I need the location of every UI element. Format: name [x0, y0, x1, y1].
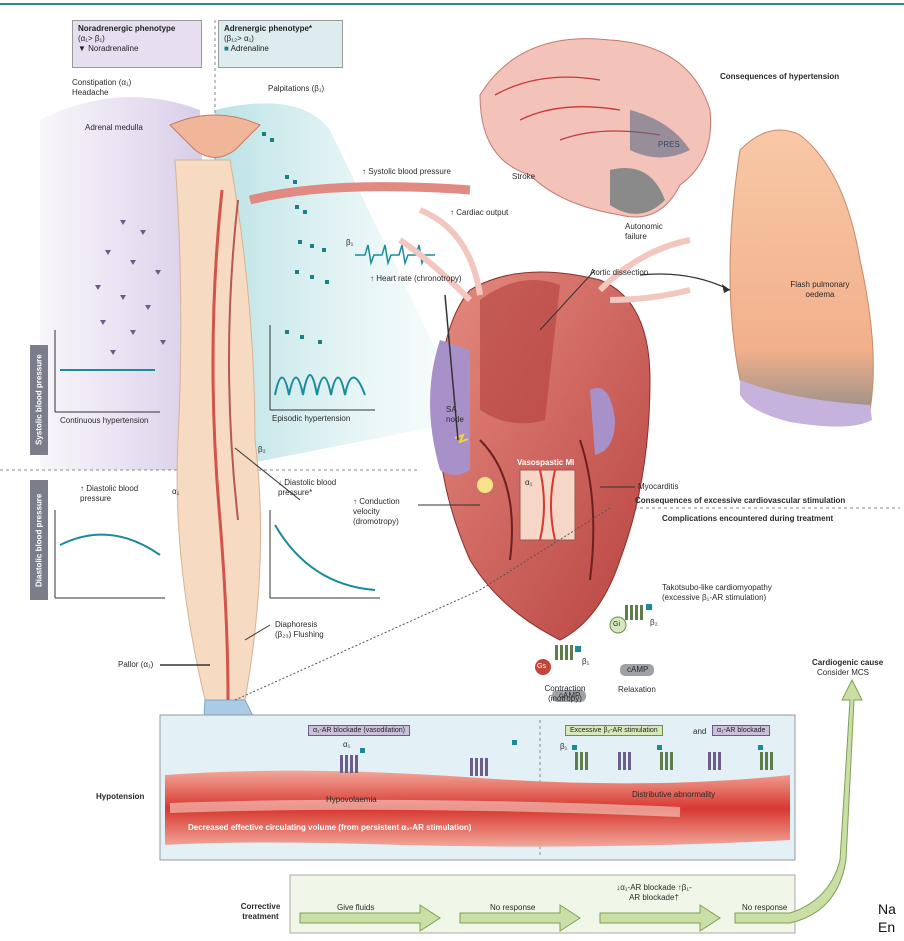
- label-diaphoresis: Diaphoresis (β₂₃) Flushing: [275, 620, 335, 640]
- diastolic-down-line: [275, 525, 375, 590]
- label-hyp-beta1: β₁: [560, 742, 567, 752]
- tag-alpha-blockade-2: α₁-AR blockade: [712, 725, 770, 736]
- label-consequences-htn: Consequences of hypertension: [720, 72, 839, 82]
- tag-excessive-beta: Excessive β₂-AR stimulation: [565, 725, 663, 736]
- label-decreased-volume: Decreased effective circulating volume (…: [188, 823, 471, 833]
- label-aortic-dissection: Aortic dissection: [590, 268, 648, 278]
- square-icon: ■: [224, 44, 231, 53]
- label-autonomic: Autonomic failure: [625, 222, 670, 242]
- label-hyp-alpha1: α₁: [343, 740, 350, 750]
- label-constipation: Constipation (α₁): [72, 78, 131, 88]
- tab-systolic: Systolic blood pressure: [30, 345, 48, 455]
- label-conduction: ↑ Conduction velocity (dromotropy): [353, 497, 418, 527]
- label-contraction: Contraction (inotropy): [540, 684, 590, 704]
- label-episodic-htn: Episodic hypertension: [272, 414, 350, 424]
- label-vasospastic-mi: Vasospastic MI: [517, 458, 574, 468]
- adrenergic-legend: Adrenaline: [231, 44, 269, 53]
- label-beta1-r: β₁: [582, 657, 589, 667]
- label-alpha1: α₁: [172, 487, 179, 497]
- label-camp-2: cAMP: [627, 665, 648, 675]
- corrective-step-2: No response: [490, 903, 535, 913]
- corrective-step-3: ↓α₁-AR blockade ↑β₁-AR blockade†: [614, 883, 694, 903]
- triangle-icon: ▼: [78, 44, 88, 53]
- label-distributive: Distributive abnormality: [632, 790, 715, 800]
- label-pres: PRES: [658, 140, 680, 150]
- zoom-line-1: [235, 590, 480, 700]
- label-complications: Complications encountered during treatme…: [662, 514, 833, 524]
- noradrenergic-ratio: (α₁> β₁): [78, 34, 196, 44]
- tag-alpha-blockade: α₁-AR blockade (vasodilation): [308, 725, 410, 736]
- adrenergic-ratio: (β₁₂> α₁): [224, 34, 337, 44]
- label-continuous-htn: Continuous hypertension: [60, 416, 149, 426]
- label-consequences-cv: Consequences of excessive cardiovascular…: [635, 496, 845, 506]
- noradrenergic-title: Noradrenergic phenotype: [78, 24, 196, 34]
- label-hypovolaemia: Hypovolaemia: [326, 795, 377, 805]
- label-cardiac-output: ↑ Cardiac output: [450, 208, 508, 218]
- brain-shape: [480, 39, 711, 217]
- corrective-step-4: No response: [742, 903, 787, 913]
- label-palpitations: Palpitations (β₁): [268, 84, 324, 94]
- noradrenergic-legend: Noradrenaline: [88, 44, 138, 53]
- adrenergic-box: Adrenergic phenotype* (β₁₂> α₁) ■ Adrena…: [218, 20, 343, 68]
- label-consider-mcs: Consider MCS: [817, 668, 869, 678]
- label-diastolic-down: ↓ Diastolic blood pressure*: [278, 478, 368, 498]
- corrective-step-1: Give fluids: [337, 903, 374, 913]
- diastolic-up-line: [60, 535, 160, 555]
- label-and: and: [693, 727, 706, 737]
- footnote-line-2: En: [878, 918, 895, 936]
- label-heart-rate: ↑ Heart rate (chronotropy): [370, 274, 462, 284]
- footnote-line-1: Na: [878, 900, 896, 918]
- label-diastolic-up: ↑ Diastolic blood pressure: [80, 484, 150, 504]
- lung-arrow: [640, 274, 730, 290]
- label-stroke: Stroke: [512, 172, 535, 182]
- lung-shape: [730, 130, 873, 423]
- label-takotsubo: Takotsubo-like cardiomyopathy (excessive…: [662, 583, 802, 603]
- lung-arrow-head: [722, 284, 730, 293]
- label-gs: Gs: [537, 662, 546, 672]
- label-beta1: β₁: [346, 238, 353, 248]
- label-beta2-r: β₂: [650, 618, 658, 628]
- adrenergic-title: Adrenergic phenotype*: [224, 24, 337, 34]
- label-headache: Headache: [72, 88, 108, 98]
- noradrenergic-box: Noradrenergic phenotype (α₁> β₁) ▼ Norad…: [72, 20, 202, 68]
- label-myocarditis: Myocarditis: [638, 482, 678, 492]
- corrective-title: Corrective treatment: [238, 902, 283, 922]
- label-alpha1-b: α₁: [525, 478, 532, 488]
- tab-diastolic: Diastolic blood pressure: [30, 480, 48, 600]
- label-pallor: Pallor (α₁): [118, 660, 153, 670]
- label-relaxation: Relaxation: [618, 685, 656, 695]
- label-sa-node: SA node: [446, 405, 468, 425]
- label-flash-oedema: Flash pulmonary oedema: [790, 280, 850, 300]
- label-cardiogenic: Cardiogenic cause: [812, 658, 883, 668]
- label-beta2: β₂: [258, 445, 266, 455]
- av-node: [477, 477, 493, 493]
- hypotension-title: Hypotension: [96, 792, 144, 802]
- label-systolic-bp: ↑ Systolic blood pressure: [362, 167, 451, 177]
- label-gi: Gi: [613, 620, 620, 630]
- label-adrenal-medulla: Adrenal medulla: [85, 123, 143, 133]
